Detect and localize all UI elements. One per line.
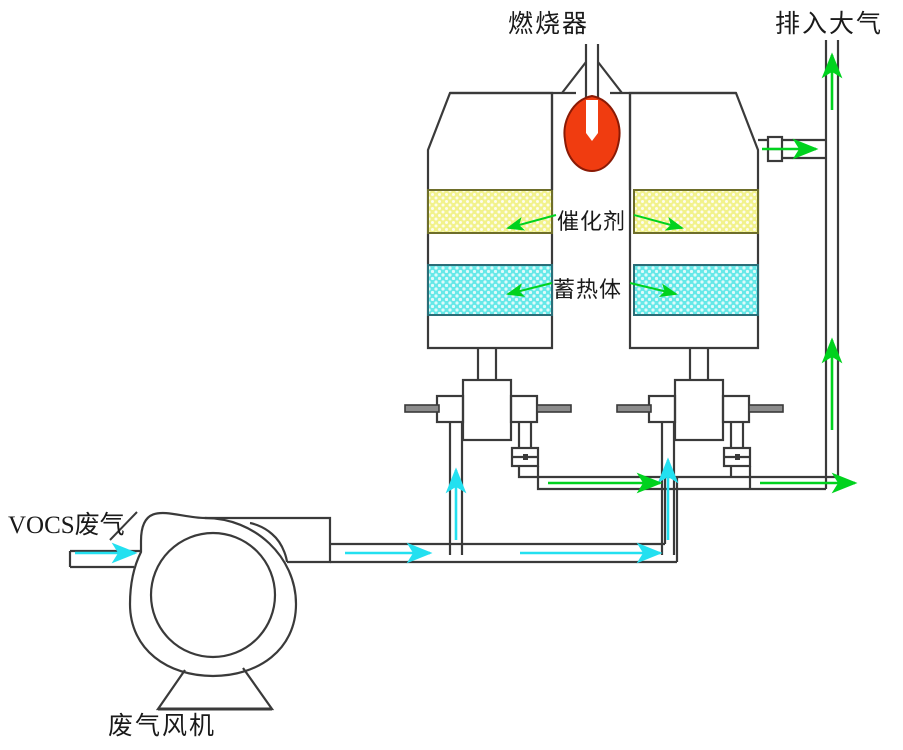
right-valve-stem-left — [616, 404, 652, 413]
right-downcomer-pipe — [688, 348, 710, 380]
vocs-leader-line — [109, 511, 138, 541]
heat-storage-leader-arrows — [506, 282, 678, 298]
voc-inlet-main-pipe — [330, 478, 679, 564]
catalyst-label: 催化剂 — [557, 209, 627, 234]
exhaust-stack — [824, 40, 840, 489]
left-switching-valve[interactable] — [435, 378, 540, 555]
burner-assembly — [561, 44, 623, 105]
centrifugal-blower — [68, 511, 332, 678]
burner-label: 燃烧器 — [508, 11, 590, 38]
left-valve-stem-right — [536, 404, 572, 413]
left-downcomer-pipe — [476, 348, 498, 380]
exhaust-label: 排入大气 — [775, 11, 884, 38]
vocs-inlet-label: VOCS废气 — [8, 512, 125, 539]
right-regenerator-chamber — [628, 91, 760, 350]
right-valve-stem-right — [748, 404, 784, 413]
catalyst-leader-arrows — [506, 214, 684, 231]
left-regenerator-chamber — [426, 91, 554, 350]
voc-flow-arrows — [75, 457, 679, 564]
right-switching-valve[interactable] — [647, 378, 752, 555]
clean-gas-flow-arrows — [548, 52, 858, 494]
heat-storage-label: 蓄热体 — [553, 277, 623, 302]
fan-base — [155, 667, 275, 711]
fan-label: 废气风机 — [108, 713, 217, 740]
clean-gas-header-pipe — [517, 466, 838, 491]
left-valve-stem-left — [404, 404, 440, 413]
flame-icon — [563, 94, 621, 173]
combustion-chamber-roof — [450, 91, 736, 190]
